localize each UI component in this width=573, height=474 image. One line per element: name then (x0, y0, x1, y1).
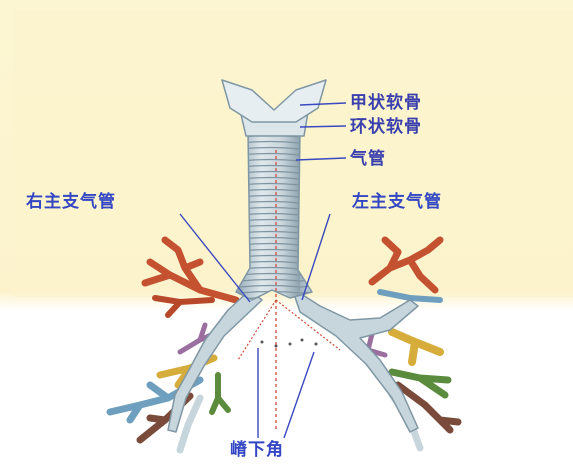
label-thyroid-cartilage: 甲状软骨 (350, 93, 422, 113)
label-trachea: 气管 (350, 149, 386, 169)
label-carina: 嵴下角 (230, 440, 284, 460)
leader-cricoid (300, 126, 346, 127)
label-cricoid-cartilage: 环状软骨 (350, 117, 422, 137)
label-left-main-bronchus: 左主支气管 (352, 192, 442, 212)
label-right-main-bronchus: 右主支气管 (26, 192, 116, 212)
